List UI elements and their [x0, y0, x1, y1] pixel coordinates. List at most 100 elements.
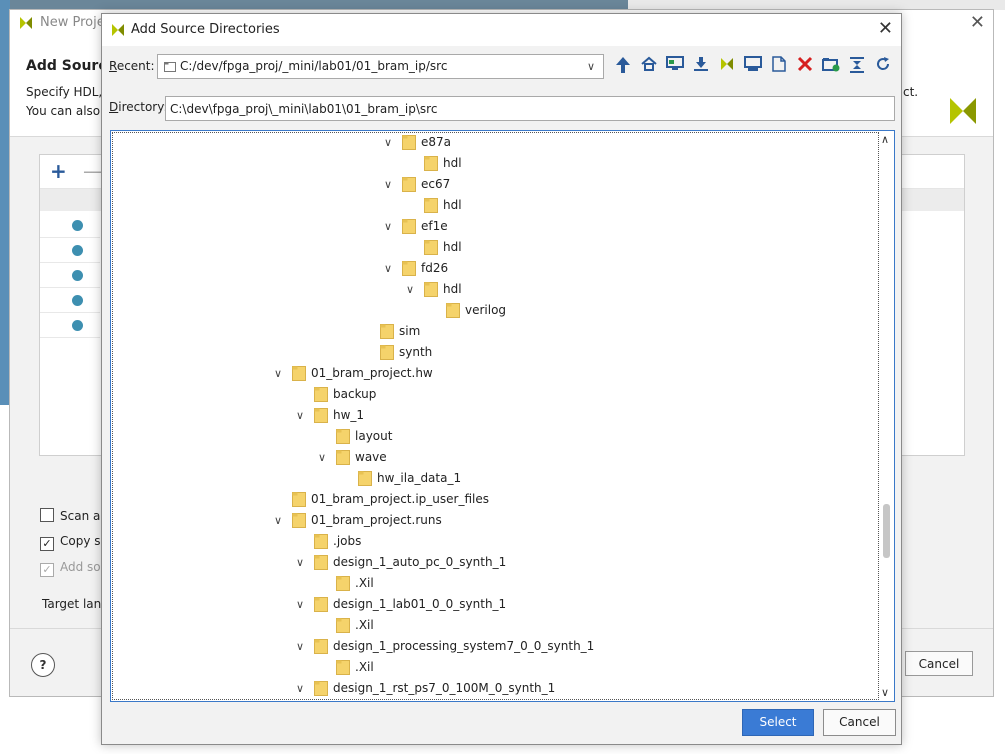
folder-icon — [314, 681, 328, 701]
tree-item[interactable]: ∨design_1_rst_ps7_0_100M_0_synth_1 — [111, 678, 878, 699]
chevron-down-icon[interactable]: ∨ — [295, 556, 305, 569]
folder-icon — [164, 61, 176, 76]
tree-item[interactable]: ∨design_1_lab01_0_0_synth_1 — [111, 594, 878, 615]
add-source-directories-dialog: Add Source Directories ✕ Recent: C:/dev/… — [101, 13, 902, 745]
copy-sources-checkbox[interactable]: ✓ Copy so — [40, 534, 108, 551]
tree-item[interactable]: hdl — [111, 153, 878, 174]
vertical-scrollbar[interactable]: ∧ ∨ — [879, 131, 894, 701]
tree-item[interactable]: 01_bram_project.ip_user_files — [111, 489, 878, 510]
select-button[interactable]: Select — [742, 709, 814, 736]
tree-item-label: 01_bram_project.ip_user_files — [311, 492, 489, 506]
tree-item[interactable]: backup — [111, 384, 878, 405]
checkbox-checked-icon[interactable]: ✓ — [40, 537, 54, 551]
folder-icon — [402, 219, 416, 241]
tree-item-label: fd26 — [421, 261, 449, 275]
scroll-up-icon[interactable]: ∧ — [881, 133, 890, 146]
checkbox-label: Copy so — [60, 534, 108, 548]
tree-item[interactable]: ∨01_bram_project.runs — [111, 510, 878, 531]
tree-item[interactable]: ∨hw_1 — [111, 405, 878, 426]
tree-item-label: hdl — [443, 198, 462, 212]
delete-icon[interactable] — [795, 56, 815, 76]
tree-item[interactable]: ∨hdl — [111, 279, 878, 300]
chevron-down-icon[interactable]: ∨ — [295, 640, 305, 653]
home-icon[interactable] — [639, 56, 659, 76]
folder-icon — [446, 303, 460, 325]
checkbox-label: Scan an — [60, 509, 108, 523]
folder-icon — [314, 408, 328, 430]
tree-item[interactable]: .Xil — [111, 573, 878, 594]
tree-item[interactable]: synth — [111, 342, 878, 363]
row-divider — [40, 262, 100, 263]
scroll-down-icon[interactable]: ∨ — [881, 686, 890, 699]
tree-item[interactable]: .Xil — [111, 657, 878, 678]
chevron-down-icon[interactable]: ∨ — [273, 514, 283, 527]
tree-item[interactable]: ∨e87a — [111, 132, 878, 153]
folder-icon — [402, 177, 416, 199]
tree-item[interactable]: ∨ ef1e — [111, 216, 878, 237]
tree-item[interactable]: ∨design_1_auto_pc_0_synth_1 — [111, 552, 878, 573]
tree-item[interactable]: verilog — [111, 300, 878, 321]
chevron-down-icon[interactable]: ∨ — [273, 367, 283, 380]
close-icon[interactable]: ✕ — [969, 12, 985, 33]
chevron-down-icon[interactable]: ∨ — [586, 60, 595, 73]
add-icon[interactable]: + — [50, 159, 67, 183]
chevron-down-icon[interactable]: ∨ — [317, 451, 327, 464]
folder-icon — [358, 471, 372, 493]
scrollbar-thumb[interactable] — [883, 504, 890, 558]
desktop-top-right-strip — [628, 0, 1005, 10]
directory-input[interactable] — [165, 96, 895, 121]
tree-item[interactable]: ∨ec67 — [111, 174, 878, 195]
scan-checkbox[interactable]: Scan an — [40, 508, 108, 523]
recent-dropdown[interactable]: C:/dev/fpga_proj/_mini/lab01/01_bram_ip/… — [157, 54, 604, 79]
chevron-down-icon[interactable]: ∨ — [383, 178, 393, 191]
tree-item[interactable]: ∨wave — [111, 447, 878, 468]
help-button[interactable]: ? — [31, 653, 55, 677]
vivado-logo-icon — [18, 15, 34, 34]
tree-item[interactable]: sim — [111, 321, 878, 342]
tree-item-label: backup — [333, 387, 377, 401]
chevron-down-icon[interactable]: ∨ — [295, 682, 305, 695]
folder-icon — [336, 576, 350, 598]
recent-label-mnemonic: R — [109, 59, 117, 73]
close-icon[interactable]: ✕ — [877, 18, 893, 39]
remove-icon[interactable]: — — [83, 159, 103, 183]
directory-label: Directory: — [109, 100, 168, 114]
up-folder-icon[interactable] — [613, 56, 633, 76]
new-folder-icon[interactable] — [821, 56, 841, 76]
tree-item[interactable]: ∨01_bram_project.hw — [111, 363, 878, 384]
chevron-down-icon[interactable]: ∨ — [383, 220, 393, 233]
folder-icon — [314, 555, 328, 577]
tree-item[interactable]: layout — [111, 426, 878, 447]
tree-item[interactable]: ∨design_1_processing_system7_0_0_synth_1 — [111, 636, 878, 657]
page-heading: Add Source — [26, 58, 117, 74]
vivado-project-icon[interactable] — [717, 56, 737, 76]
cancel-button[interactable]: Cancel — [823, 709, 896, 736]
directory-label-mnemonic: D — [109, 100, 119, 114]
download-icon[interactable] — [691, 56, 711, 76]
tree-item-label: hdl — [443, 240, 462, 254]
chevron-down-icon[interactable]: ∨ — [405, 283, 415, 296]
chevron-down-icon[interactable]: ∨ — [383, 136, 393, 149]
cancel-button[interactable]: Cancel — [905, 651, 973, 676]
collapse-all-icon[interactable] — [847, 56, 867, 76]
tree-item[interactable]: .Xil — [111, 615, 878, 636]
chevron-down-icon[interactable]: ∨ — [383, 262, 393, 275]
tree-item[interactable]: ∨ fd26 — [111, 258, 878, 279]
chevron-down-icon[interactable]: ∨ — [295, 409, 305, 422]
tree-item[interactable]: hdl — [111, 237, 878, 258]
chevron-down-icon[interactable]: ∨ — [295, 598, 305, 611]
new-file-icon[interactable] — [769, 56, 789, 76]
new-project-title: New Project — [40, 15, 117, 30]
desktop-icon[interactable] — [665, 56, 685, 76]
tree-item[interactable]: hdl — [111, 195, 878, 216]
tree-item-label: hw_ila_data_1 — [377, 471, 462, 485]
desktop-left-strip — [0, 0, 10, 405]
refresh-icon[interactable] — [873, 56, 893, 76]
tree-item[interactable]: .jobs — [111, 531, 878, 552]
status-dot-icon — [72, 295, 83, 306]
tree-item-label: ef1e — [421, 219, 448, 233]
checkbox-box[interactable] — [40, 508, 54, 522]
computer-icon[interactable] — [743, 56, 763, 76]
tree-item[interactable]: hw_ila_data_1 — [111, 468, 878, 489]
